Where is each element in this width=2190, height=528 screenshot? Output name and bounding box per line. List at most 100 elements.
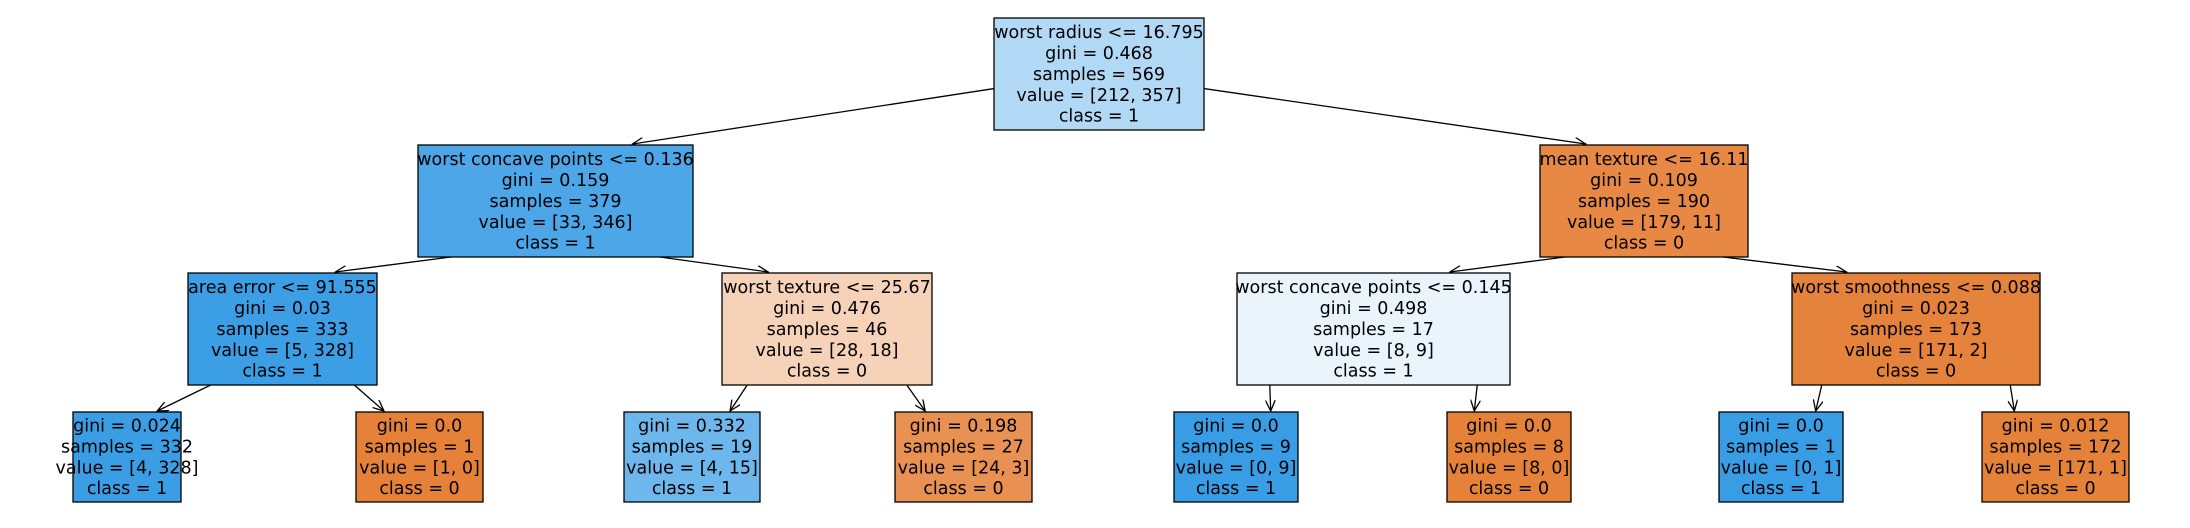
tree-node-label-line: worst concave points <= 0.136: [417, 150, 694, 170]
tree-node-label-line: gini = 0.012: [2002, 417, 2110, 437]
tree-node-label-line: gini = 0.498: [1320, 299, 1428, 319]
tree-node-box: [1539, 144, 1749, 258]
tree-node-label-line: class = 1: [1741, 479, 1821, 499]
tree-edge-n2-n3: [157, 384, 211, 411]
tree-node-box: [623, 411, 761, 503]
tree-node-label-line: class = 1: [1059, 107, 1139, 127]
tree-node-box: [1981, 411, 2130, 503]
tree-node-label-line: gini = 0.0: [1466, 417, 1552, 437]
tree-node-label-line: value = [212, 357]: [1016, 86, 1181, 106]
tree-node-label-line: worst texture <= 25.67: [723, 278, 931, 298]
tree-edge-n1-n2: [335, 256, 452, 272]
tree-node-label-line: mean texture <= 16.11: [1540, 150, 1749, 170]
tree-node-label-line: gini = 0.03: [234, 299, 331, 319]
tree-node-label-line: samples = 19: [632, 437, 753, 457]
tree-node-label-line: value = [5, 328]: [211, 341, 354, 361]
tree-node-label-line: gini = 0.332: [638, 417, 746, 437]
tree-node-label-line: samples = 8: [1454, 437, 1564, 457]
tree-node-label-line: samples = 379: [490, 192, 622, 212]
tree-node-box: [993, 17, 1205, 131]
tree-node-label-line: gini = 0.024: [73, 417, 181, 437]
tree-node-label-line: value = [8, 0]: [1449, 458, 1570, 478]
tree-node-box: [1718, 411, 1844, 503]
tree-edge-n9-n10: [1270, 384, 1271, 411]
tree-node-label-line: samples = 1: [365, 437, 475, 457]
tree-edge-n9-n11: [1474, 384, 1477, 411]
tree-node-box: [417, 144, 694, 258]
tree-node-label-line: value = [179, 11]: [1567, 213, 1721, 233]
tree-node-label-line: samples = 332: [61, 437, 193, 457]
tree-node-label-line: class = 0: [1876, 362, 1956, 382]
tree-node-label-line: samples = 17: [1313, 320, 1434, 340]
tree-node-label-line: samples = 333: [217, 320, 349, 340]
tree-node-box: [355, 411, 484, 503]
tree-edge-n5-n6: [730, 384, 748, 411]
tree-node-label-line: class = 1: [242, 362, 322, 382]
tree-node-label-line: value = [28, 18]: [756, 341, 899, 361]
tree-node-label-line: worst smoothness <= 0.088: [1791, 278, 2041, 298]
tree-node-label-line: gini = 0.0: [1193, 417, 1279, 437]
tree-node-label-line: samples = 1: [1726, 437, 1836, 457]
tree-node-label-line: class = 1: [652, 479, 732, 499]
tree-edge-n0-n1: [633, 87, 995, 144]
tree-node-label-line: samples = 569: [1033, 65, 1165, 85]
tree-node-label-line: class = 1: [87, 479, 167, 499]
tree-node-label-line: samples = 46: [767, 320, 888, 340]
tree-node-label-line: samples = 173: [1850, 320, 1982, 340]
tree-node-box: [1173, 411, 1299, 503]
tree-node-label-line: value = [0, 9]: [1176, 458, 1297, 478]
tree-node-box: [1791, 272, 2041, 386]
tree-node-label-line: class = 0: [2015, 479, 2095, 499]
tree-edge-n12-n14: [2010, 384, 2014, 411]
tree-node-label-line: class = 0: [787, 362, 867, 382]
tree-node-label-line: gini = 0.0: [1738, 417, 1824, 437]
tree-node-label-line: value = [33, 346]: [478, 213, 632, 233]
tree-node-box: [187, 272, 378, 386]
tree-node-label-line: samples = 172: [1990, 437, 2122, 457]
tree-node-label-line: gini = 0.109: [1590, 171, 1698, 191]
tree-node-label-line: worst radius <= 16.795: [994, 23, 1204, 43]
tree-node-label-line: class = 1: [1333, 362, 1413, 382]
tree-node-label-line: value = [24, 3]: [898, 458, 1030, 478]
tree-node-label-line: value = [4, 15]: [626, 458, 758, 478]
tree-node-label-line: gini = 0.0: [377, 417, 463, 437]
tree-node-label-line: samples = 27: [903, 437, 1024, 457]
tree-edge-n8-n12: [1722, 256, 1847, 272]
tree-node-label-line: gini = 0.476: [773, 299, 881, 319]
tree-node-label-line: value = [4, 328]: [56, 458, 199, 478]
tree-node-box: [721, 272, 933, 386]
tree-node-label-line: class = 0: [1469, 479, 1549, 499]
tree-node-label-line: class = 0: [379, 479, 459, 499]
tree-node-label-line: class = 0: [1604, 234, 1684, 254]
tree-node-label-line: value = [171, 1]: [1984, 458, 2127, 478]
tree-node-label-line: gini = 0.023: [1862, 299, 1970, 319]
tree-node-label-line: samples = 9: [1181, 437, 1291, 457]
tree-node-label-line: value = [1, 0]: [359, 458, 480, 478]
tree-node-box: [1446, 411, 1572, 503]
tree-node-label-line: value = [0, 1]: [1721, 458, 1842, 478]
tree-edge-n8-n9: [1450, 256, 1566, 272]
tree-node-label-line: gini = 0.159: [502, 171, 610, 191]
tree-node-label-line: samples = 190: [1578, 192, 1710, 212]
tree-node-label-line: gini = 0.198: [910, 417, 1018, 437]
tree-node-label-line: gini = 0.468: [1045, 44, 1153, 64]
tree-edge-n1-n5: [659, 256, 768, 272]
tree-node-label-line: class = 1: [515, 234, 595, 254]
